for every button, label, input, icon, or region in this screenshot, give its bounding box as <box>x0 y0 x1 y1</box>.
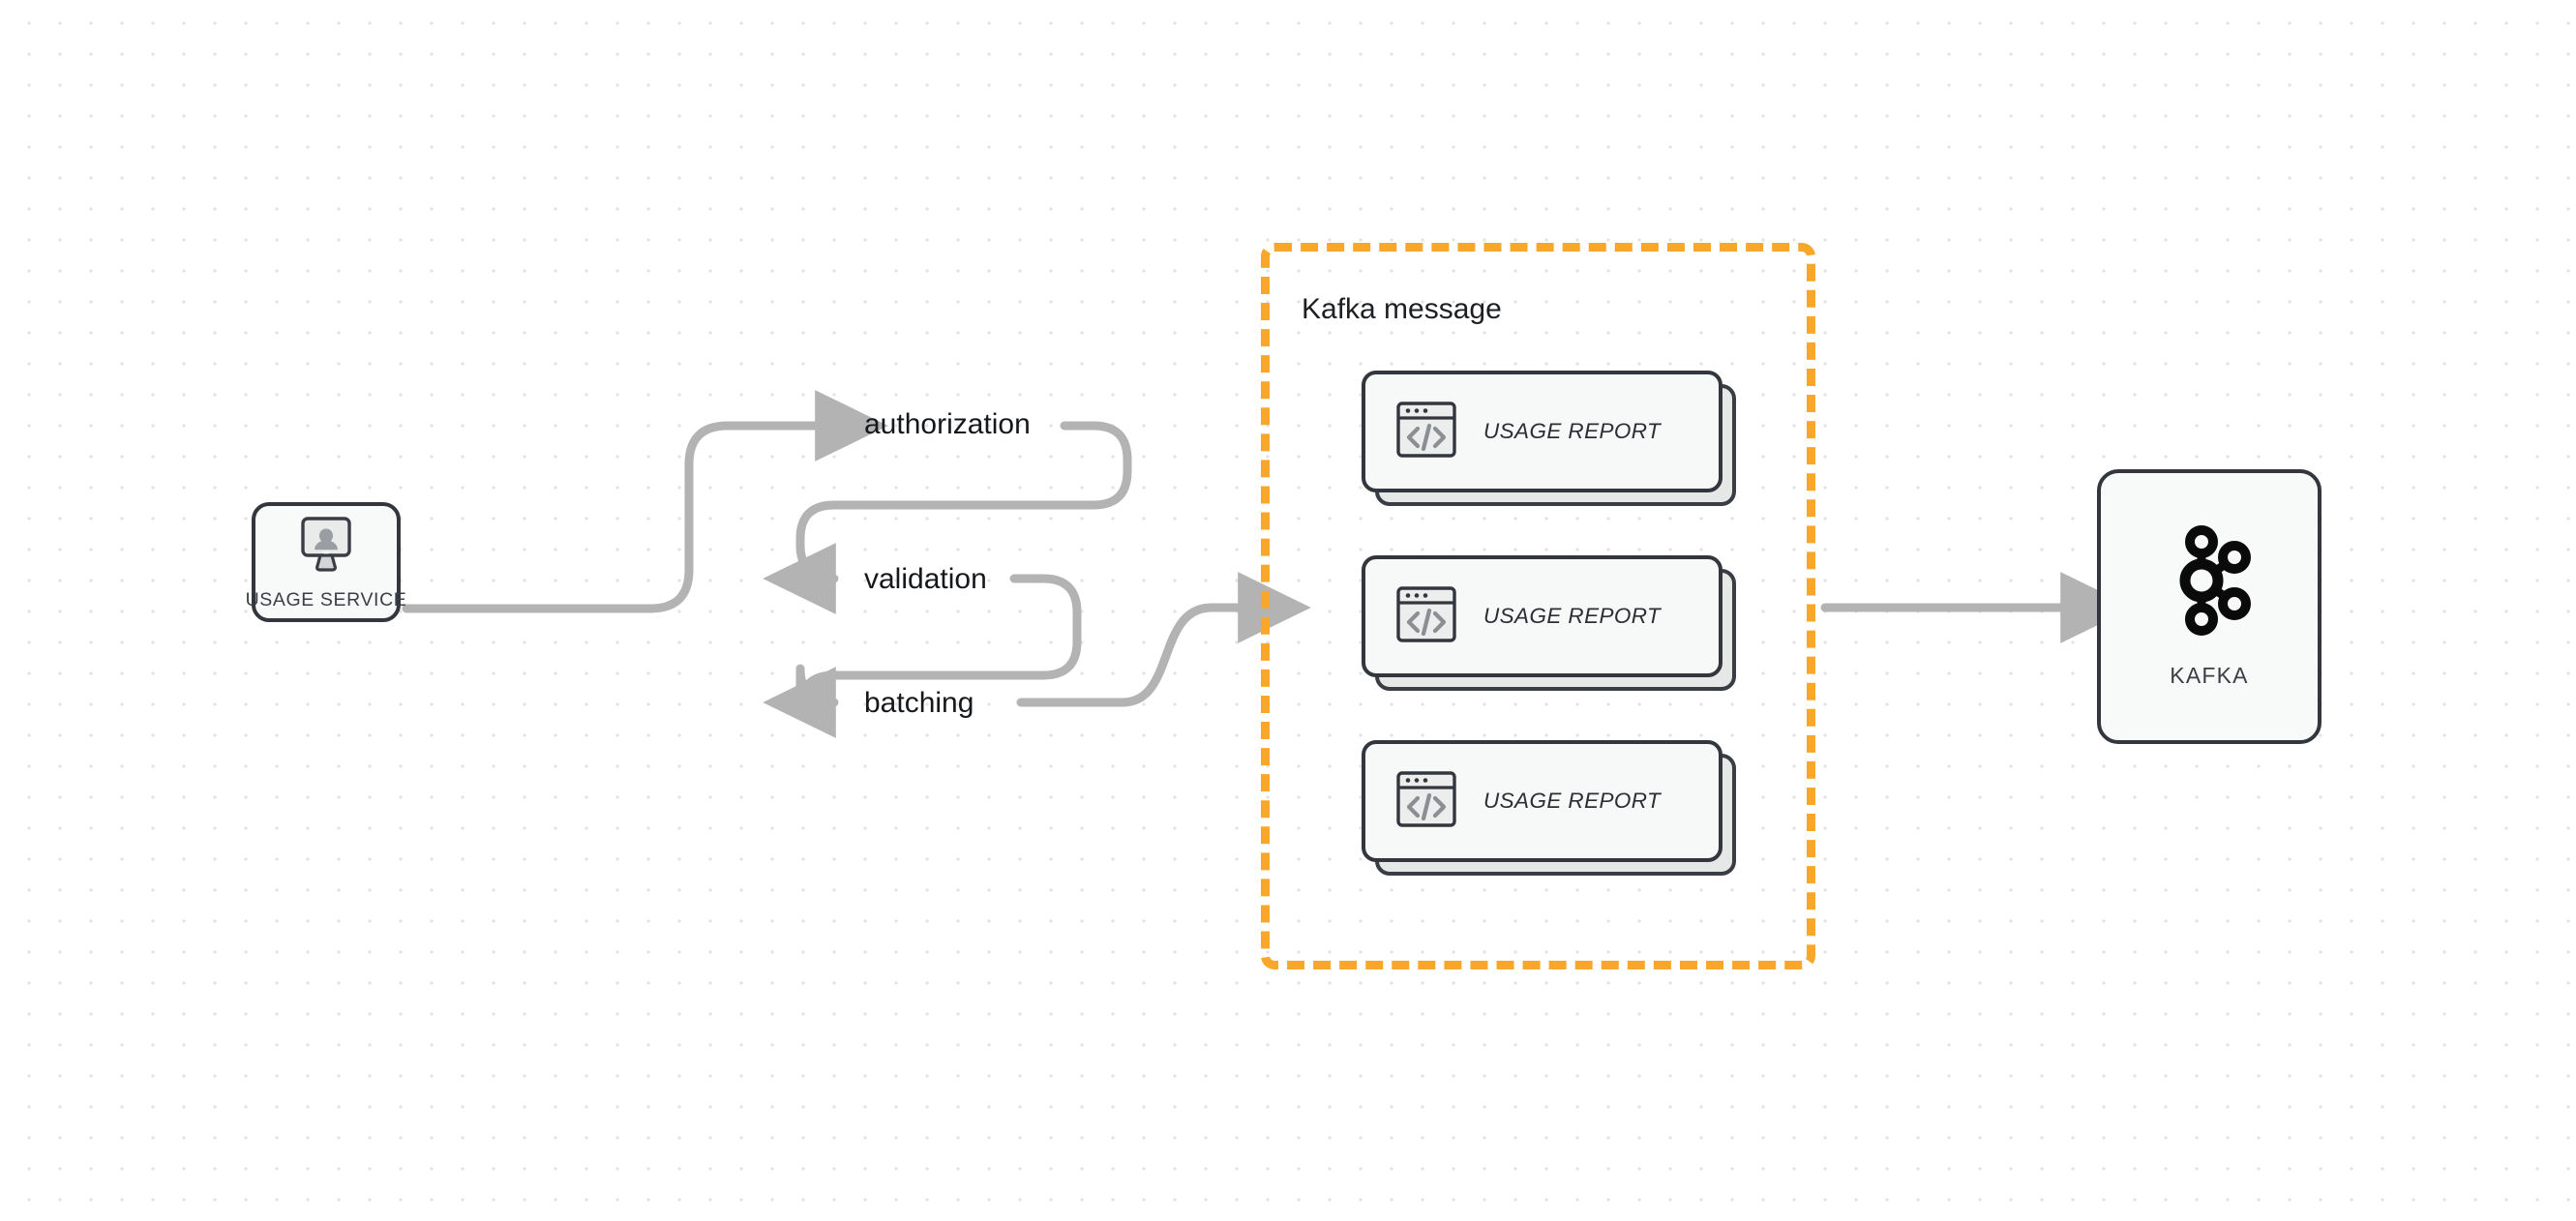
monitor-user-icon <box>294 516 358 579</box>
usage-report-card-front[interactable]: USAGE REPORT <box>1362 555 1722 677</box>
usage-report-card[interactable]: USAGE REPORT <box>1362 371 1736 506</box>
code-window-icon <box>1394 767 1458 836</box>
usage-report-card-label: USAGE REPORT <box>1483 419 1662 443</box>
group-kafka-message-title: Kafka message <box>1302 293 1502 325</box>
kafka-logo-icon <box>2163 524 2256 641</box>
usage-report-card-front[interactable]: USAGE REPORT <box>1362 740 1722 862</box>
usage-report-card-label: USAGE REPORT <box>1483 789 1662 813</box>
pipeline-step-validation[interactable]: validation <box>864 563 987 595</box>
pipeline-step-authorization[interactable]: authorization <box>864 408 1031 440</box>
usage-report-card[interactable]: USAGE REPORT <box>1362 740 1736 876</box>
usage-report-card-label: USAGE REPORT <box>1483 604 1662 628</box>
usage-report-card-front[interactable]: USAGE REPORT <box>1362 371 1722 492</box>
node-usage-service[interactable]: USAGE SERVICE <box>246 502 406 622</box>
group-kafka-message[interactable]: Kafka message USAGE REP <box>1261 243 1815 969</box>
node-kafka-label: KAFKA <box>2170 663 2249 688</box>
usage-report-card[interactable]: USAGE REPORT <box>1362 555 1736 691</box>
node-kafka[interactable]: KAFKA <box>2097 469 2321 744</box>
edge-usage-service-to-authorization <box>402 390 888 613</box>
edge-batching-to-kafka-message <box>1016 572 1311 707</box>
code-window-icon <box>1394 398 1458 466</box>
code-window-icon <box>1394 582 1458 651</box>
node-usage-service-label: USAGE SERVICE <box>245 588 407 610</box>
pipeline-step-batching[interactable]: batching <box>864 687 974 719</box>
edge-authorization-to-validation <box>763 421 1132 614</box>
